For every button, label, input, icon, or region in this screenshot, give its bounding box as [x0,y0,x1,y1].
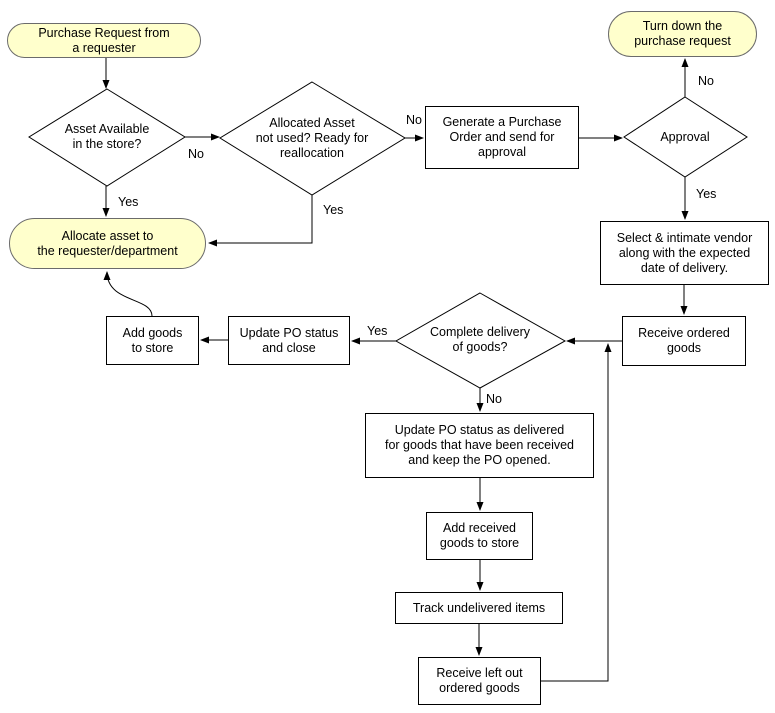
node-track-undelivered-label: Track undelivered items [412,600,546,615]
node-update-po-close-label: Update PO status and close [239,325,339,355]
node-add-goods-store: Add goods to store [106,316,199,365]
node-update-po-close: Update PO status and close [228,316,350,365]
node-purchase-request: Purchase Request from a requester [7,23,201,58]
node-receive-goods-label: Receive ordered goods [638,326,730,355]
diamond-asset-available [28,88,186,187]
edge-allocatedasset-yes [208,195,313,247]
node-purchase-request-label: Purchase Request from a requester [38,25,170,55]
node-allocate-asset-label: Allocate asset to the requester/departme… [37,228,178,258]
node-receive-goods: Receive ordered goods [622,316,746,366]
node-update-po-delivered: Update PO status as delivered for goods … [365,413,594,478]
node-generate-po: Generate a Purchase Order and send for a… [425,106,579,169]
node-receive-leftout-label: Receive left out ordered goods [436,666,523,695]
edge-receiveleftout-feedback [541,343,612,682]
edge-label-approval-yes: Yes [696,187,717,201]
edge-label-assetavailable-no: No [188,147,204,161]
edge-label-completedelivery-no: No [486,392,502,406]
node-select-vendor: Select & intimate vendor along with the … [600,221,769,285]
edge-label-completedelivery-yes: Yes [367,324,388,338]
node-add-received-goods: Add received goods to store [426,512,533,560]
node-track-undelivered: Track undelivered items [395,592,563,624]
node-update-po-delivered-label: Update PO status as delivered for goods … [384,423,575,467]
node-add-goods-store-label: Add goods to store [122,325,183,355]
node-turn-down-request-label: Turn down the purchase request [634,19,731,48]
edge-addgoods-to-allocate [103,271,153,317]
edge-label-allocatedasset-no: No [406,113,422,127]
node-receive-leftout: Receive left out ordered goods [418,657,541,705]
decision-asset-available-label: Asset Available in the store? [64,122,150,151]
node-select-vendor-label: Select & intimate vendor along with the … [616,230,753,275]
decision-approval-label: Approval [660,129,710,144]
decision-allocated-asset-label: Allocated Asset not used? Ready for real… [255,115,369,160]
decision-complete-delivery-label: Complete delivery of goods? [429,325,531,354]
node-add-received-goods-label: Add received goods to store [439,521,520,550]
edge-label-assetavailable-yes: Yes [118,195,139,209]
node-generate-po-label: Generate a Purchase Order and send for a… [442,115,562,159]
edge-label-approval-no: No [698,74,714,88]
edge-label-allocatedasset-yes: Yes [323,203,344,217]
node-allocate-asset: Allocate asset to the requester/departme… [9,218,206,269]
node-turn-down-request: Turn down the purchase request [608,11,757,57]
